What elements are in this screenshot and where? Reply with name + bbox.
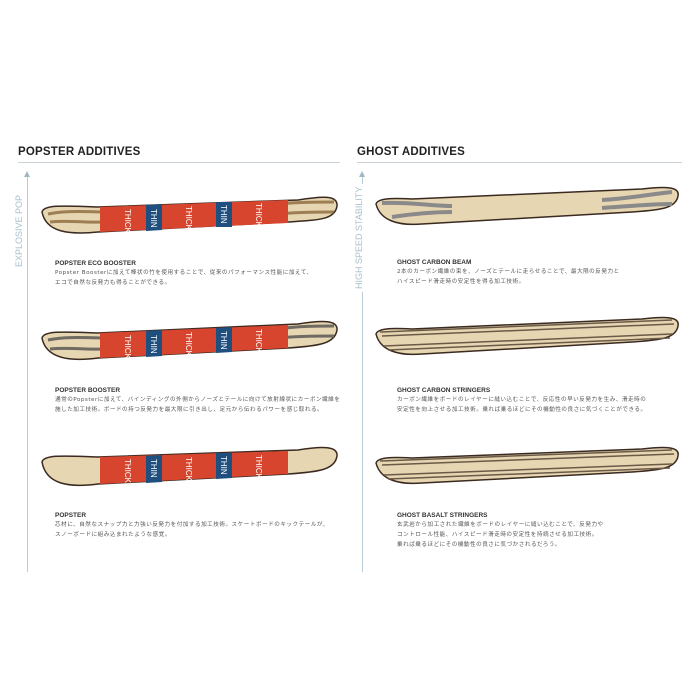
arrow-up-icon — [24, 171, 30, 177]
description-line: 通常のPopsterに加えて、バインディングの外側からノーズとテールに向けて放射… — [55, 397, 341, 403]
description-line: ハイスピード滑走時の安定性を得る加工技術。 — [397, 279, 525, 285]
description-line: コントロール性能、ハイスピード滑走時の安定性を持続させる加工技術。 — [397, 532, 598, 538]
board-ghost-carbon-beam — [375, 186, 679, 226]
description-line: Popster Boosterに加えて棒状の竹を使用することで、従来のパフォーマ… — [55, 270, 313, 276]
board-ghost-carbon-stringers — [375, 316, 679, 356]
band-label-thick: THICK — [123, 459, 132, 484]
band-label-thin: THIN — [149, 335, 158, 354]
item-title: GHOST BASALT STRINGERS — [397, 512, 488, 519]
item-title: POPSTER BOOSTER — [55, 387, 121, 394]
band-label-thick: THICK — [123, 209, 132, 234]
item-description: Popster Boosterに加えて棒状の竹を使用することで、従来のパフォーマ… — [55, 268, 313, 288]
band-label-thick: THICK — [254, 329, 263, 354]
band-label-thick: THICK — [184, 206, 193, 231]
band-label-thick: THICK — [123, 335, 132, 360]
ghost-heading: GHOST ADDITIVES — [357, 146, 465, 158]
axis-label-explosive-pop: EXPLOSIVE POP — [14, 191, 24, 270]
item-description: 2本のカーボン繊維の束を、ノーズとテールに走らせることで、最大限の反発力とハイス… — [397, 267, 620, 287]
item-title: GHOST CARBON STRINGERS — [397, 387, 491, 394]
item-description: カーボン繊維をボードのレイヤーに縫い込むことで、反応性の早い反発力を生み、滑走時… — [397, 395, 647, 415]
band-label-thick: THICK — [184, 332, 193, 357]
band-label-thin: THIN — [219, 456, 228, 475]
description-line: 乗れば乗るほどにその機動性の良さに気づかされるだろう。 — [397, 542, 561, 548]
item-description: 玄武岩から加工された繊維をボードのレイヤーに縫い込むことで、反発力やコントロール… — [397, 520, 604, 550]
board-popster: THICK THIN THICK THIN THICK — [41, 446, 338, 487]
board-popster-eco-booster: THICK THIN THICK THIN THICK — [41, 196, 338, 234]
description-line: 玄武岩から加工された繊維をボードのレイヤーに縫い込むことで、反発力や — [397, 522, 604, 528]
description-line: 施した加工技術。ボードの持つ反発力を最大限に引き出し、足元から伝わるパワーを感じ… — [55, 407, 324, 413]
description-line: 安定性を向上させる加工技術。乗れば乗るほどにその機動性の良さに気づくことができる… — [397, 407, 647, 413]
pop-axis — [27, 177, 28, 572]
description-line: 2本のカーボン繊維の束を、ノーズとテールに走らせることで、最大限の反発力と — [397, 269, 620, 275]
divider — [357, 162, 682, 163]
stability-axis — [362, 177, 363, 572]
band-label-thick: THICK — [184, 457, 193, 482]
band-label-thin: THIN — [219, 205, 228, 224]
item-title: GHOST CARBON BEAM — [397, 259, 472, 266]
board-popster-booster: THICK THIN THICK THIN THICK — [41, 320, 338, 361]
item-title: POPSTER — [55, 512, 87, 519]
item-title: POPSTER ECO BOOSTER — [55, 260, 136, 267]
description-line: カーボン繊維をボードのレイヤーに縫い込むことで、反応性の早い反発力を生み、滑走時… — [397, 397, 647, 403]
band-label-thick: THICK — [254, 203, 263, 228]
band-label-thin: THIN — [219, 331, 228, 350]
item-description: 芯材に、自然なスナップ力と力強い反発力を付加する加工技術。スケートボードのキック… — [55, 520, 329, 540]
description-line: 芯材に、自然なスナップ力と力強い反発力を付加する加工技術。スケートボードのキック… — [55, 522, 329, 528]
popster-heading: POPSTER ADDITIVES — [18, 146, 141, 158]
divider — [18, 162, 340, 163]
band-label-thin: THIN — [149, 459, 158, 478]
band-label-thick: THICK — [254, 455, 263, 480]
item-description: 通常のPopsterに加えて、バインディングの外側からノーズとテールに向けて放射… — [55, 395, 340, 415]
band-label-thin: THIN — [149, 209, 158, 228]
board-ghost-basalt-stringers — [375, 446, 679, 485]
description-line: エコで自然な反発力も得ることができる。 — [55, 280, 171, 286]
description-line: スノーボードに組み込まれたような感覚。 — [55, 532, 171, 538]
axis-label-high-speed-stability: HIGH SPEED STABILITY — [354, 183, 364, 292]
arrow-up-icon — [359, 171, 365, 177]
